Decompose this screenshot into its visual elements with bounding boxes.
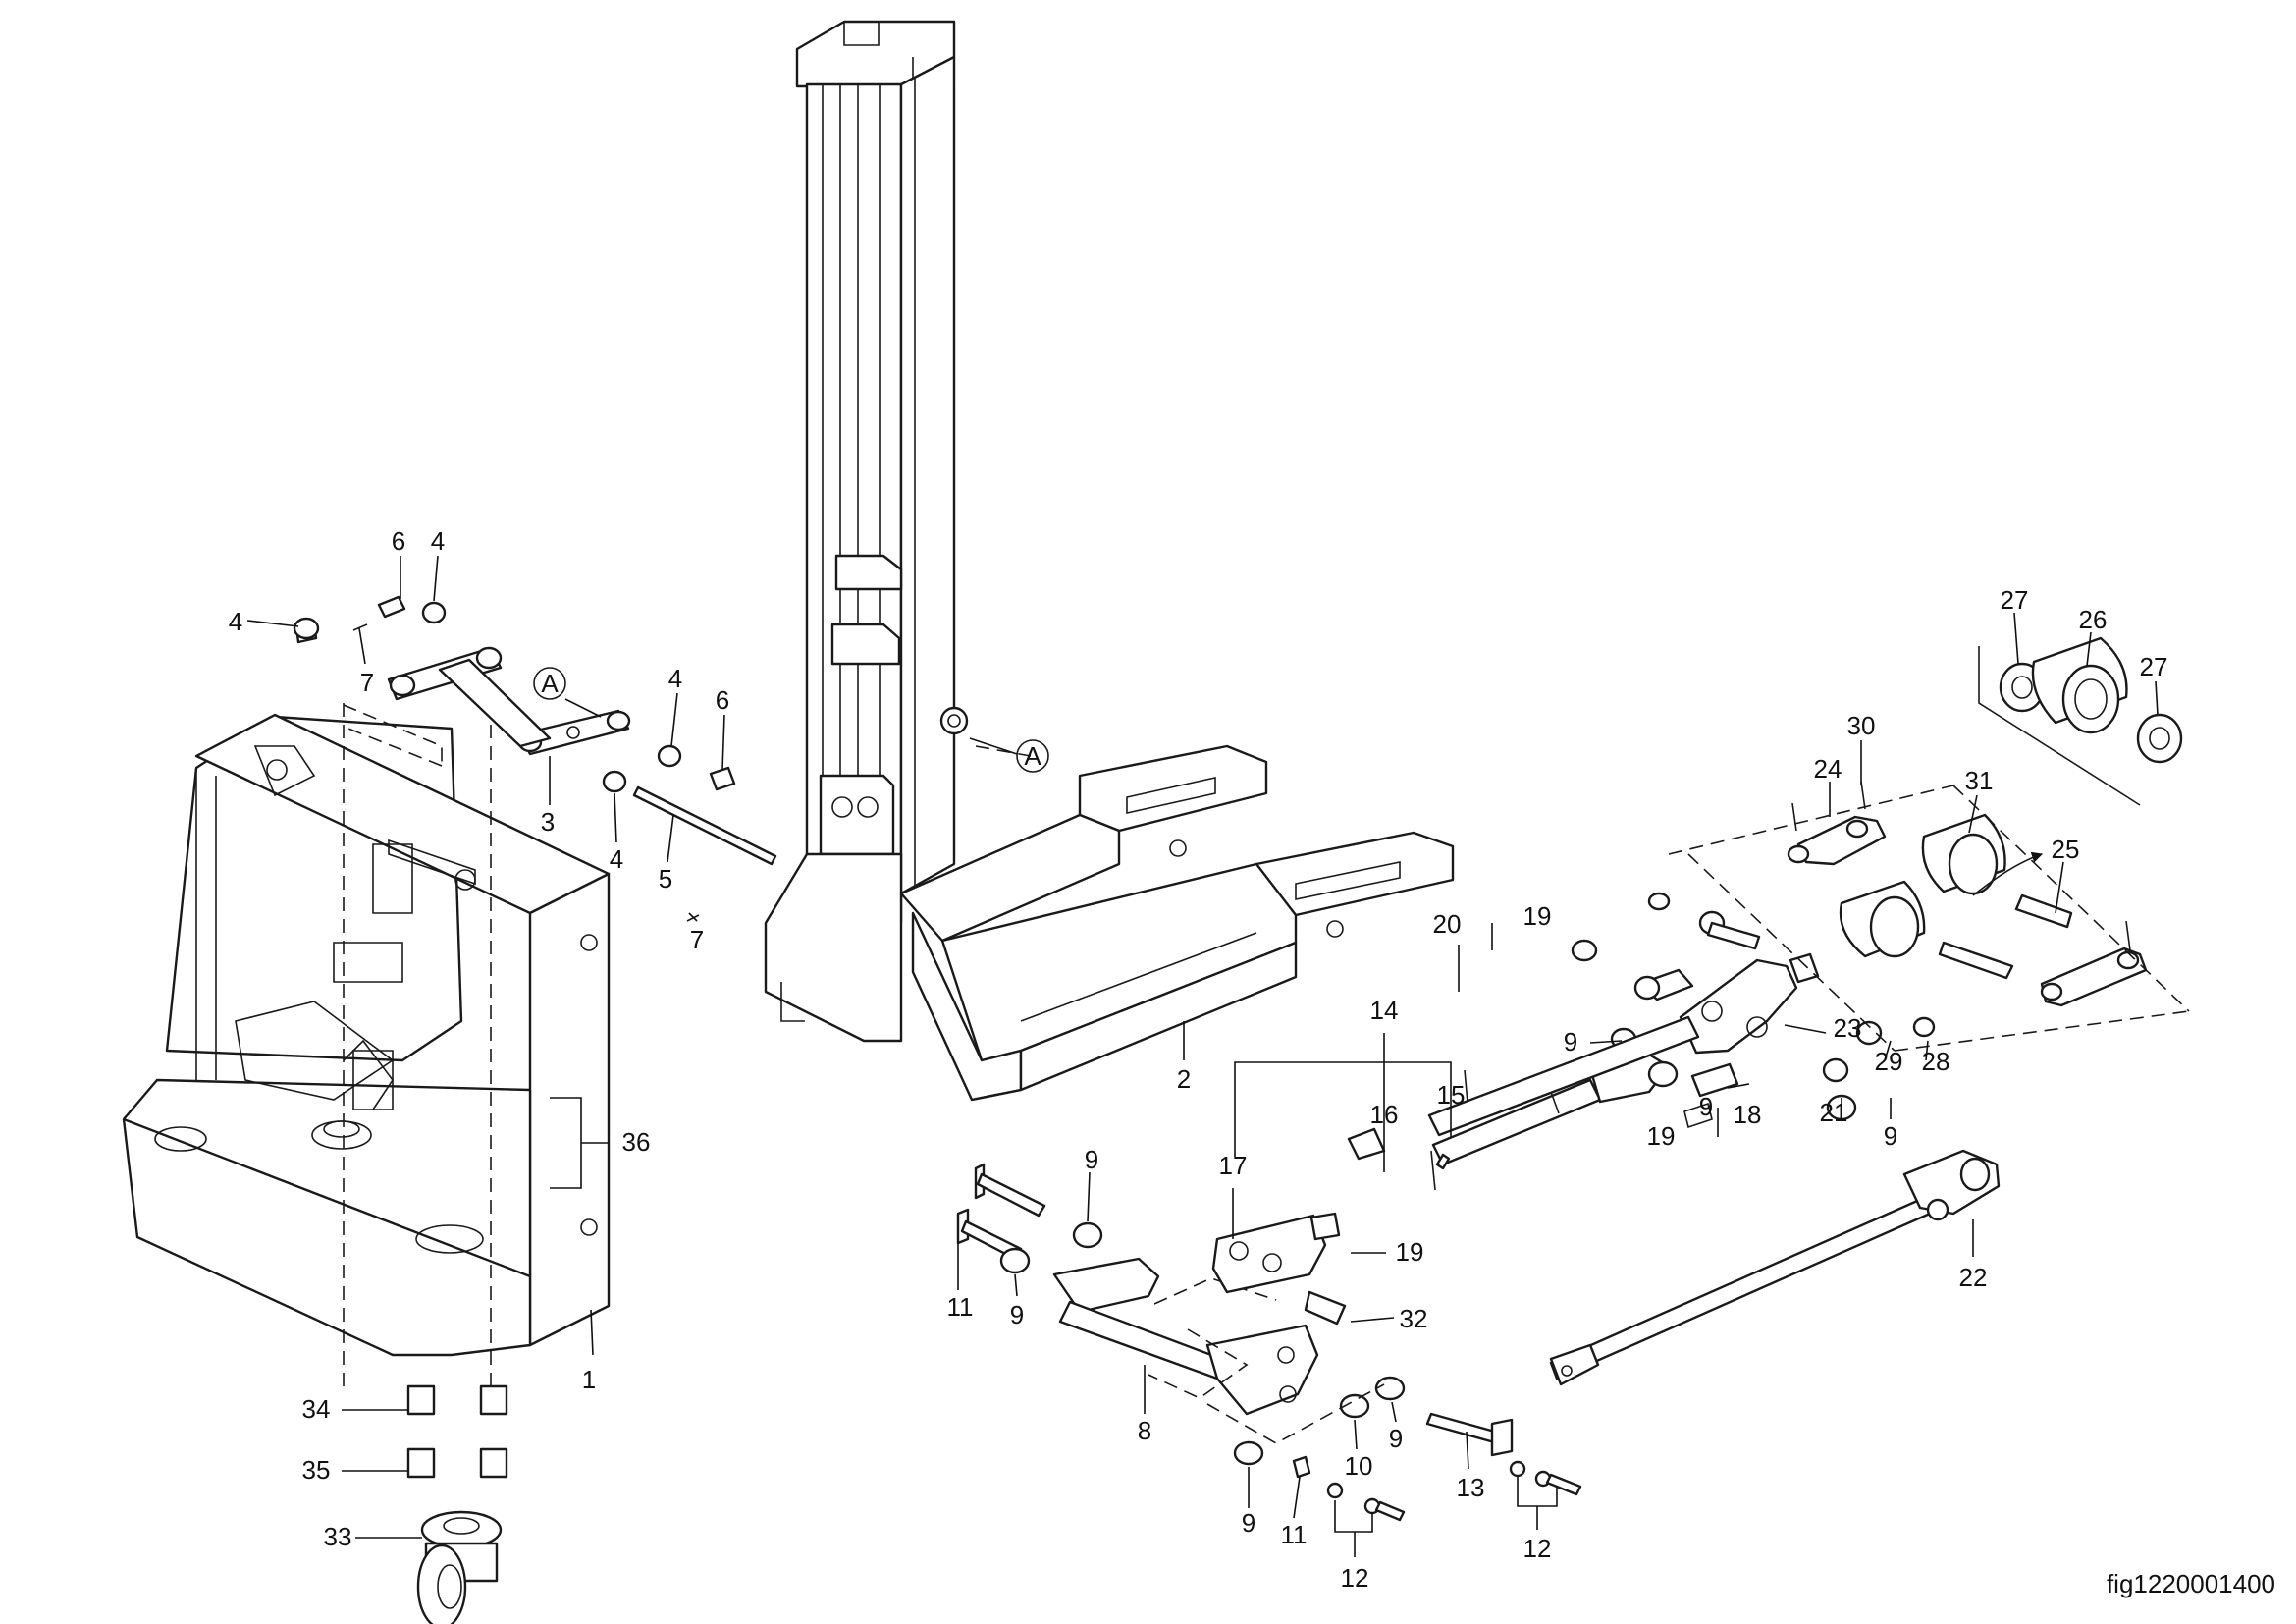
pedal-lever-assembly [956, 1163, 1582, 1522]
base-housing [122, 713, 611, 1357]
callout-4: 4 [668, 664, 682, 693]
caster-wheel [406, 1384, 508, 1624]
clevis-block [1211, 1127, 1386, 1326]
callout-7: 7 [690, 925, 704, 954]
pivot-link-assembly [293, 595, 1032, 1394]
callout-4: 4 [229, 607, 242, 636]
load-rollers [1668, 781, 2190, 1052]
callout-33: 33 [324, 1522, 352, 1551]
callout-22: 22 [1959, 1263, 1988, 1292]
fork-frame [899, 744, 1455, 1102]
callout-34: 34 [302, 1394, 331, 1424]
callout-12: 12 [1523, 1534, 1552, 1563]
callout-35: 35 [302, 1455, 331, 1485]
roller-detail [1972, 636, 2183, 896]
callout-1: 1 [582, 1365, 596, 1394]
callout-9: 9 [1085, 1145, 1098, 1174]
callout-19: 19 [1523, 901, 1552, 931]
callout-9: 9 [1699, 1092, 1713, 1121]
callout-23: 23 [1834, 1013, 1862, 1043]
callout-leaders [246, 555, 2159, 1557]
callout-24: 24 [1814, 754, 1842, 784]
callout-7: 7 [360, 668, 374, 697]
callout-14: 14 [1370, 996, 1399, 1025]
callout-9: 9 [1242, 1508, 1255, 1538]
callout-4: 4 [431, 526, 445, 556]
callout-19: 19 [1647, 1121, 1676, 1151]
callout-9: 9 [1389, 1424, 1403, 1453]
callout-17: 17 [1219, 1151, 1248, 1180]
callout-30: 30 [1847, 711, 1876, 740]
callout-2: 2 [1177, 1064, 1191, 1094]
callout-27: 27 [2140, 652, 2168, 681]
callout-26: 26 [2079, 605, 2108, 634]
callout-12: 12 [1341, 1563, 1369, 1593]
load-roller-bracket [1571, 892, 1936, 1083]
callout-15: 15 [1437, 1080, 1466, 1110]
callout-19: 19 [1396, 1237, 1424, 1267]
callout-18: 18 [1734, 1100, 1762, 1129]
view-marker-a-upper-label: A [541, 669, 559, 698]
callout-27: 27 [2001, 585, 2029, 615]
callout-28: 28 [1922, 1047, 1950, 1076]
figure-id: fig1220001400 [2107, 1569, 2275, 1598]
callout-29: 29 [1875, 1047, 1903, 1076]
callout-10: 10 [1345, 1451, 1373, 1481]
callout-9: 9 [1010, 1300, 1024, 1329]
callout-36: 36 [622, 1127, 651, 1157]
callout-21: 21 [1820, 1098, 1848, 1127]
tiller-arm [1427, 1015, 2001, 1386]
mast-assembly [764, 20, 969, 1043]
callout-6: 6 [392, 526, 405, 556]
callout-16: 16 [1370, 1100, 1399, 1129]
callout-25: 25 [2052, 835, 2080, 864]
callout-9: 9 [1564, 1027, 1577, 1056]
callout-31: 31 [1965, 766, 1994, 795]
callout-6: 6 [716, 685, 729, 715]
view-marker-a-right-label: A [1024, 741, 1041, 771]
callout-labels: 1 2 3 4 4 4 4 5 6 6 7 7 8 9 9 9 9 9 9 9 … [229, 526, 2168, 1593]
callout-9: 9 [1884, 1121, 1897, 1151]
callout-32: 32 [1400, 1304, 1428, 1333]
callout-20: 20 [1433, 909, 1462, 939]
callout-5: 5 [659, 864, 672, 893]
callout-8: 8 [1138, 1416, 1151, 1445]
callout-11: 11 [947, 1292, 974, 1322]
view-marker-a-upper: A [533, 667, 566, 700]
callout-11: 11 [1281, 1520, 1308, 1549]
callout-13: 13 [1457, 1473, 1485, 1502]
view-marker-a-right: A [1016, 739, 1049, 773]
callout-4: 4 [610, 844, 623, 874]
callout-3: 3 [541, 807, 555, 837]
